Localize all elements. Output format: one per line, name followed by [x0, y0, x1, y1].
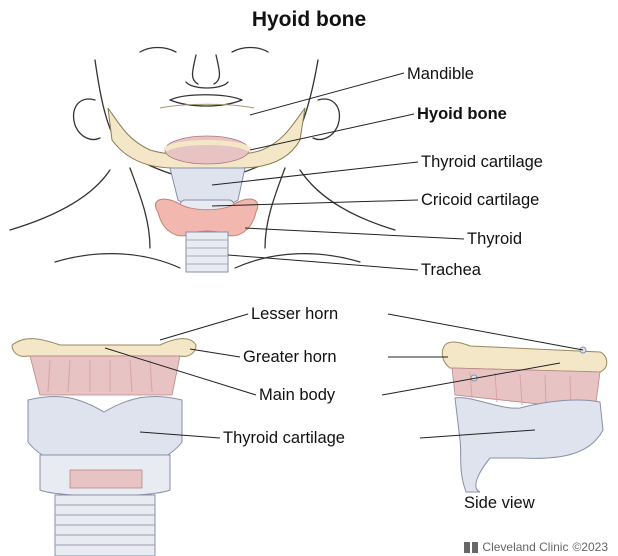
larynx-side-view [442, 342, 606, 492]
diagram-title: Hyoid bone [0, 9, 618, 30]
label-thyroid-cartilage-top: Thyroid cartilage [421, 154, 543, 171]
label-greater-horn: Greater horn [243, 349, 337, 366]
label-main-body: Main body [259, 387, 335, 404]
credit-brand: Cleveland Clinic [482, 541, 568, 553]
cleveland-clinic-logo-icon [464, 542, 478, 553]
credit-line: Cleveland Clinic ©2023 [464, 541, 608, 553]
label-thyroid: Thyroid [467, 231, 522, 248]
larynx-front-view [12, 339, 196, 556]
label-cricoid-cartilage: Cricoid cartilage [421, 192, 539, 209]
label-mandible: Mandible [407, 66, 474, 83]
trachea-shape [186, 232, 228, 272]
label-trachea: Trachea [421, 262, 481, 279]
label-lesser-horn: Lesser horn [251, 306, 338, 323]
label-thyroid-cartilage-bottom: Thyroid cartilage [223, 430, 345, 447]
label-side-view: Side view [464, 495, 535, 512]
credit-year: ©2023 [572, 541, 608, 553]
label-hyoid-bone: Hyoid bone [417, 106, 507, 123]
